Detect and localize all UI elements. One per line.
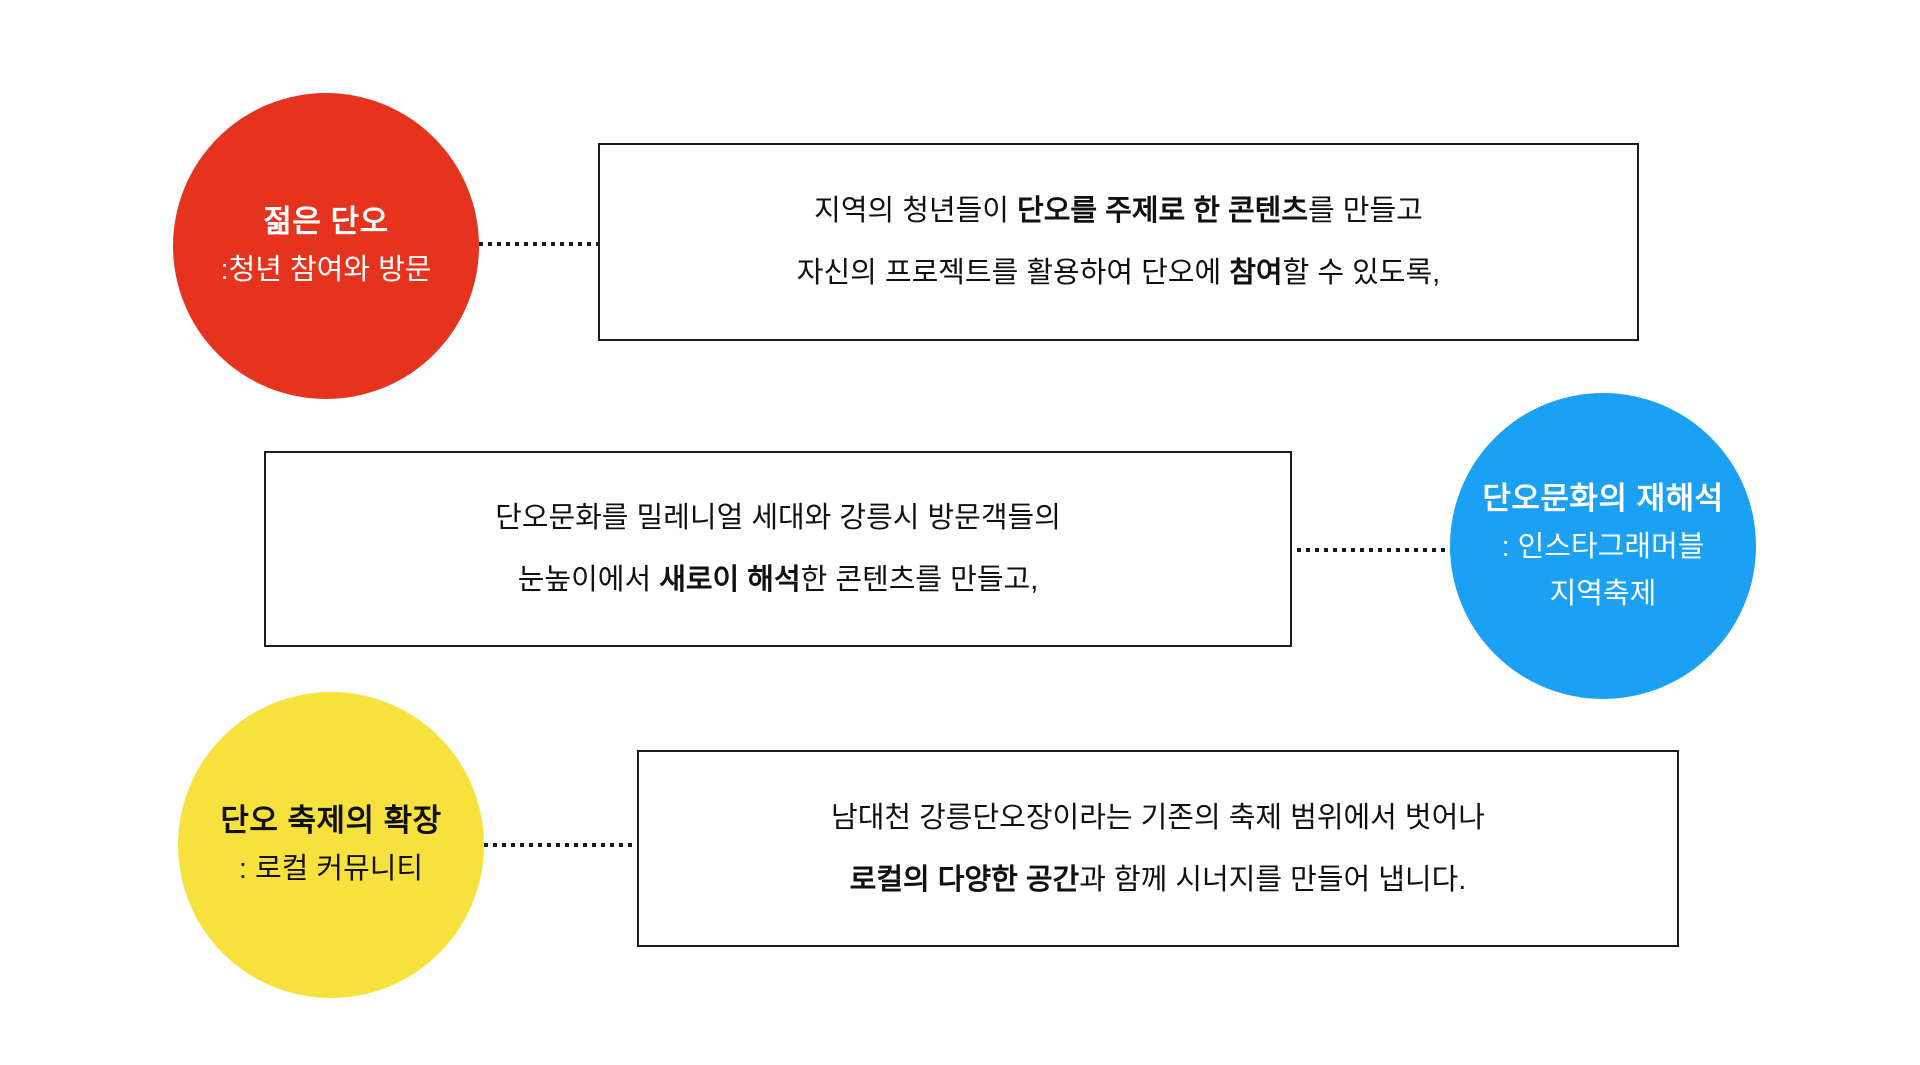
text-line: 단오문화를 밀레니얼 세대와 강릉시 방문객들의 [495, 502, 1061, 534]
text-line: 자신의 프로젝트를 활용하여 단오에 참여할 수 있도록, [796, 257, 1441, 289]
text-line: 남대천 강릉단오장이라는 기존의 축제 범위에서 벗어나 [831, 801, 1485, 834]
text-line: 단오문화의 재해석 [1482, 480, 1724, 516]
text-line: 단오 축제의 확장 [220, 803, 442, 838]
circle-expansion: 단오 축제의 확장 : 로컬 커뮤니티 [178, 692, 484, 998]
text-line: 젊은 단오 [263, 204, 389, 239]
text-line: : 인스타그래머블 [1501, 530, 1705, 563]
dotted-connector-reinterpretation [1288, 548, 1603, 552]
text-line: 눈높이에서 새로이 해석한 콘텐츠를 만들고, [517, 564, 1039, 596]
text-line: :청년 참여와 방문 [220, 254, 432, 286]
dotted-connector-expansion [331, 843, 637, 847]
circle-young-dano: 젊은 단오 :청년 참여와 방문 [173, 93, 479, 399]
text-line: : 로컬 커뮤니티 [238, 853, 424, 885]
text-line: 지역의 청년들이 단오를 주제로 한 콘텐츠를 만들고 [814, 195, 1423, 227]
text-line: 지역축제 [1549, 577, 1657, 610]
text-line: 로컬의 다양한 공간과 함께 시너지를 만들어 냅니다. [849, 863, 1467, 896]
